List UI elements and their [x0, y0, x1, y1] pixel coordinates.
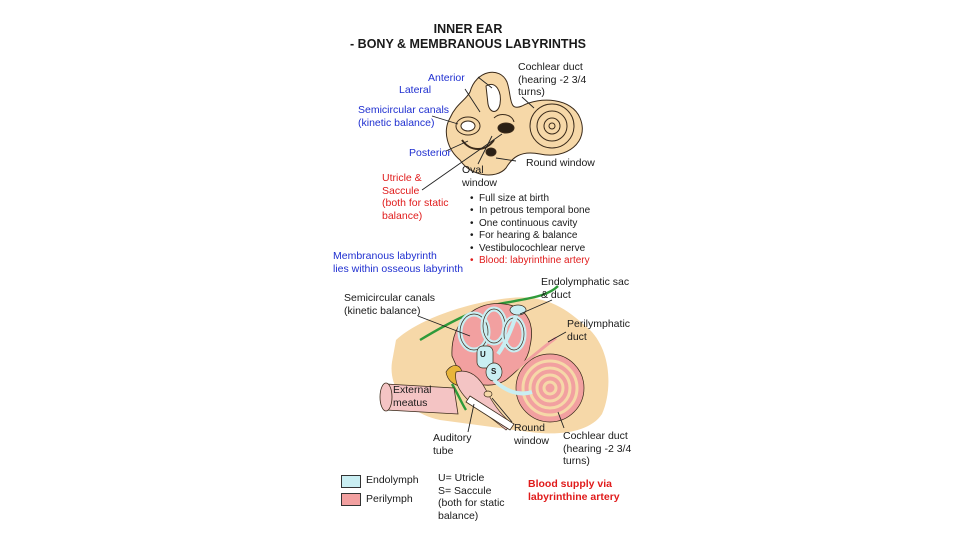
- membranous-note-line-1: Membranous labyrinth: [333, 250, 437, 262]
- label-utricle-line-2: Saccule: [382, 184, 420, 197]
- facts-list: Full size at birth In petrous temporal b…: [470, 193, 590, 268]
- page-title: INNER EAR - BONY & MEMBRANOUS LABYRINTHS: [318, 22, 618, 52]
- label-oval-window: Oval window: [462, 164, 497, 189]
- legend-abbr-line-4: balance): [438, 509, 479, 522]
- label-perilymphatic-line-1: Perilymphatic: [567, 318, 631, 330]
- fact-item: For hearing & balance: [470, 230, 590, 243]
- label-round-window-bottom: Round window: [514, 422, 549, 447]
- legend-abbr-line-3: (both for static: [438, 497, 505, 509]
- auditory-tube: [465, 395, 515, 431]
- endolymphatic-sac: [509, 304, 527, 316]
- cochlea-turn-2: [536, 110, 568, 142]
- cochlea-turn-3: [543, 117, 561, 135]
- label-oval-line-1: Oval: [462, 164, 484, 176]
- cochlea-bottom-ring-3: [535, 373, 565, 403]
- label-lateral: Lateral: [399, 84, 432, 96]
- label-endolymphatic-line-2: & duct: [541, 288, 571, 301]
- cochlear-duct-connection: [492, 378, 533, 396]
- label-round-bottom-line-2: window: [514, 434, 550, 447]
- label-external-line-2: meatus: [393, 396, 428, 409]
- label-cochlear-top-line-2: (hearing -2 3/4: [518, 73, 587, 86]
- cochlea-bottom-outer: [515, 353, 585, 423]
- legend-blood-supply: Blood supply via labyrinthine artery: [528, 478, 620, 503]
- cochlea-bottom-ring-1: [521, 359, 579, 417]
- label-cochlear-bottom-line-1: Cochlear duct: [563, 430, 628, 442]
- perilymphatic-duct: [505, 336, 557, 378]
- legend-abbreviations: U= Utricle S= Saccule (both for static b…: [438, 472, 505, 522]
- label-round-window-top: Round window: [526, 157, 595, 169]
- label-saccule-s: S: [491, 367, 497, 376]
- label-cochlear-top-line-1: Cochlear duct: [518, 61, 583, 73]
- label-round-bottom-line-1: Round: [514, 422, 545, 434]
- membranous-note: Membranous labyrinth lies within osseous…: [333, 250, 463, 275]
- label-anterior: Anterior: [428, 72, 465, 84]
- label-auditory-line-1: Auditory: [433, 432, 472, 444]
- label-posterior: Posterior: [409, 147, 452, 159]
- legend-abbr-line-2: S= Saccule: [438, 484, 492, 497]
- fact-item: Full size at birth: [470, 193, 590, 206]
- label-semicircular-line-2: (kinetic balance): [358, 116, 435, 129]
- cochlea-apex: [548, 122, 556, 130]
- utricle-chamber: [476, 345, 494, 369]
- legend-blood-line-2: labyrinthine artery: [528, 490, 620, 503]
- label-semicircular-canals: Semicircular canals (kinetic balance): [358, 104, 449, 129]
- fact-item: Vestibulocochlear nerve: [470, 243, 590, 256]
- label-external-meatus: External meatus: [393, 384, 432, 409]
- fact-item: In petrous temporal bone: [470, 205, 590, 218]
- label-utricle-u: U: [480, 350, 486, 359]
- label-endolymphatic: Endolymphatic sac & duct: [541, 276, 629, 301]
- legend-abbr-line-1: U= Utricle: [438, 472, 485, 484]
- anterior-canal: [485, 84, 501, 112]
- label-oval-line-2: window: [462, 176, 498, 189]
- cochlea-outer: [529, 103, 575, 149]
- fact-item-blood: Blood: labyrinthine artery: [470, 255, 590, 268]
- label-utricle-line-4: balance): [382, 209, 423, 222]
- lateral-canal-hole: [460, 120, 476, 132]
- label-cochlear-top-line-3: turns): [518, 86, 545, 98]
- label-cochlear-bottom-line-3: turns): [563, 455, 590, 467]
- fact-item: One continuous cavity: [470, 218, 590, 231]
- label-utricle-line-1: Utricle &: [382, 172, 422, 184]
- legend-perilymph: Perilymph: [366, 493, 413, 505]
- membrane-green-lower: [450, 383, 468, 411]
- membranous-note-line-2: lies within osseous labyrinth: [333, 262, 464, 275]
- label-cochlear-duct-top: Cochlear duct (hearing -2 3/4 turns): [518, 61, 586, 99]
- round-window: [485, 147, 497, 157]
- oval-window: [497, 122, 515, 134]
- label-semicircular-bottom-line-1: Semicircular canals: [344, 292, 436, 304]
- top-leader-lines: [421, 76, 535, 191]
- cochlea-bottom-ring-2: [528, 366, 572, 410]
- label-auditory-line-2: tube: [433, 444, 454, 457]
- label-endolymphatic-line-1: Endolymphatic sac: [541, 276, 630, 288]
- label-auditory-tube: Auditory tube: [433, 432, 472, 457]
- label-perilymphatic-line-2: duct: [567, 330, 587, 343]
- external-meatus-opening: [379, 382, 393, 412]
- bottom-leader-lines: [417, 299, 567, 433]
- label-cochlear-bottom-line-2: (hearing -2 3/4: [563, 442, 632, 455]
- perilymph-swatch: [341, 493, 361, 506]
- cochlea-bottom-ring-4: [542, 380, 558, 396]
- label-external-line-1: External: [393, 384, 432, 396]
- title-line-1: INNER EAR: [433, 22, 503, 36]
- label-cochlear-duct-bottom: Cochlear duct (hearing -2 3/4 turns): [563, 430, 631, 468]
- membranous-labyrinth-illustration: [379, 285, 609, 434]
- label-utricle-line-3: (both for static: [382, 197, 449, 209]
- endolymph-swatch: [341, 475, 361, 488]
- label-utricle-saccule: Utricle & Saccule (both for static balan…: [382, 172, 449, 222]
- title-line-2: - BONY & MEMBRANOUS LABYRINTHS: [350, 37, 586, 51]
- legend-blood-line-1: Blood supply via: [528, 478, 613, 490]
- label-semicircular-bottom-line-2: (kinetic balance): [344, 304, 421, 317]
- vestibule-detail: [493, 114, 515, 123]
- label-semicircular-line-1: Semicircular canals: [358, 104, 450, 116]
- label-perilymphatic: Perilymphatic duct: [567, 318, 630, 343]
- round-window-bottom: [483, 390, 493, 398]
- legend-endolymph: Endolymph: [366, 474, 419, 486]
- label-semicircular-bottom: Semicircular canals (kinetic balance): [344, 292, 435, 317]
